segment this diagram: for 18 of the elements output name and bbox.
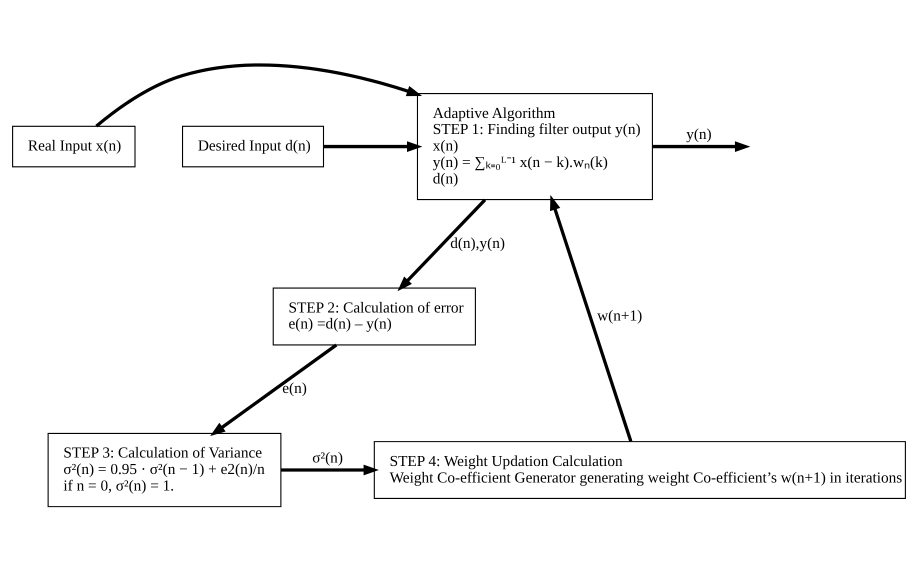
arrow [324,140,422,152]
arrow [281,464,379,475]
edge-label: e(n) [282,380,307,397]
arrow [550,194,632,442]
node-box: Real Input x(n) [12,125,136,167]
edge-label: σ²(n) [312,449,343,466]
node-box: Adaptive Algorithm STEP 1: Finding filter output y(n) x(n) y(n) = ∑ₖ₌₀ᴸ⁻¹ x(n − k).wₙ(k) d(n) [416,92,653,200]
node-box: Desired Input d(n) [182,125,324,167]
edge-label: d(n),y(n) [450,234,505,252]
edge-label: y(n) [686,126,712,143]
node-box: STEP 3: Calculation of Variance σ²(n) = 0.95 · σ²(n − 1) + e2(n)/n if n = 0, σ²(n) = 1. [48,432,282,507]
node-box: STEP 2: Calculation of error e(n) =d(n) – y(n) [272,287,476,345]
node-box: STEP 4: Weight Updation Calculation Weight Co-efficient Generator generating weight Co-efficient’s w(n+1) in iterations [374,440,906,498]
arrow [95,62,422,127]
arrow [397,198,486,291]
arrow [210,343,338,436]
edge-label: w(n+1) [597,307,642,324]
arrow [652,140,750,152]
